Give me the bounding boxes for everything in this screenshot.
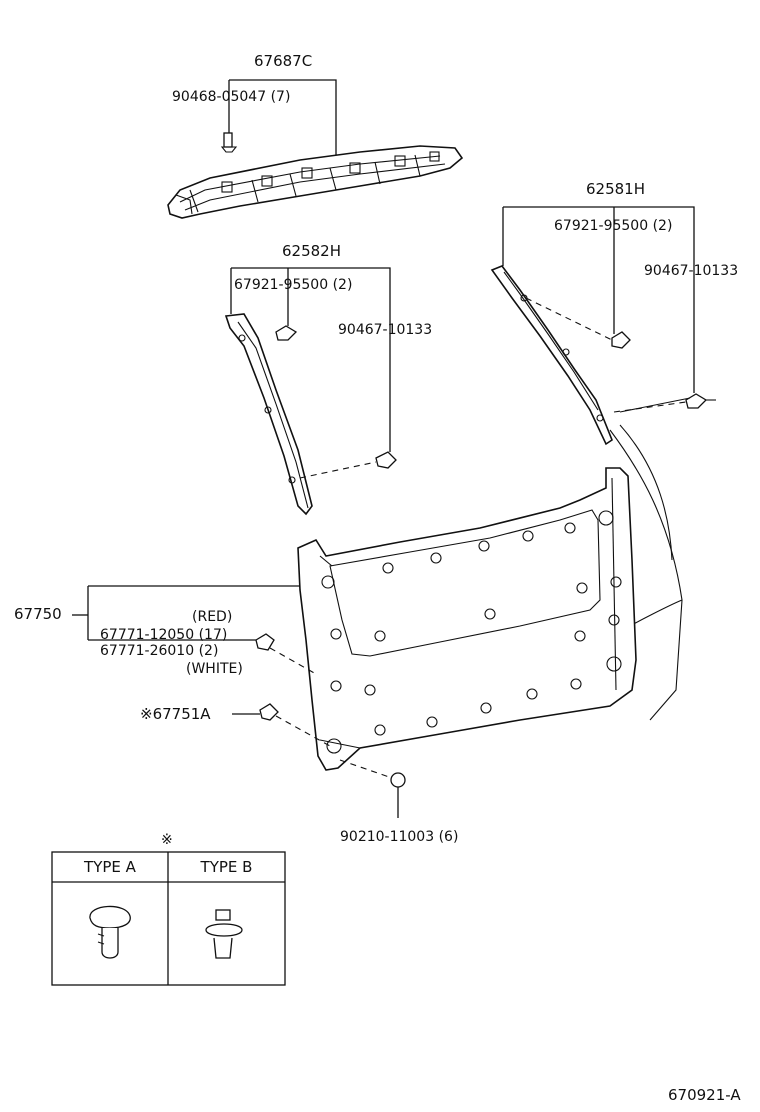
back-door-trim-67750 xyxy=(297,467,637,771)
label-67750: 67750 xyxy=(14,605,62,623)
label-67751A: ※67751A xyxy=(140,705,211,723)
type-a-header: TYPE A xyxy=(84,858,136,876)
top-garnish-67687C xyxy=(167,145,464,219)
type-b-clip-icon xyxy=(205,909,243,959)
leader-67750 xyxy=(87,585,300,641)
label-62582H: 62582H xyxy=(282,242,341,260)
right-pillar-62581H xyxy=(490,265,613,446)
clip-67921-95500-left xyxy=(275,325,298,341)
label-67921-95500-left: 67921-95500 (2) xyxy=(234,277,353,293)
type-b-header: TYPE B xyxy=(200,858,253,876)
leader-62582H xyxy=(230,267,391,452)
clip-67921-95500-right xyxy=(611,331,631,349)
type-a-clip-icon xyxy=(89,905,131,959)
label-white: (WHITE) xyxy=(186,661,243,677)
label-67687C: 67687C xyxy=(254,52,313,70)
clip-90468-05047 xyxy=(220,132,238,153)
clip-90467-10133-left xyxy=(375,451,397,469)
clip-67751A xyxy=(259,703,279,721)
label-90467-10133-left: 90467-10133 xyxy=(338,322,433,338)
clip-90210-11003 xyxy=(390,772,406,788)
label-90467-10133-right: 90467-10133 xyxy=(644,263,739,279)
label-67921-95500-right: 67921-95500 (2) xyxy=(554,218,673,234)
label-90210-11003: 90210-11003 (6) xyxy=(340,829,459,845)
leader-67687C xyxy=(228,79,337,155)
label-67771-12050: 67771-12050 (17) xyxy=(100,627,228,643)
label-67771-26010: 67771-26010 (2) xyxy=(100,643,219,659)
figure-code: 670921-A xyxy=(668,1086,741,1104)
leader-62581H xyxy=(502,206,695,393)
label-90468-05047: 90468-05047 (7) xyxy=(172,89,291,105)
table-note-mark: ※ xyxy=(161,832,173,848)
left-pillar-62582H xyxy=(224,313,313,516)
label-62581H: 62581H xyxy=(586,180,645,198)
clip-90467-10133-right xyxy=(685,393,716,409)
label-red: (RED) xyxy=(192,609,233,625)
type-table xyxy=(51,851,286,986)
clip-67771 xyxy=(255,633,275,651)
